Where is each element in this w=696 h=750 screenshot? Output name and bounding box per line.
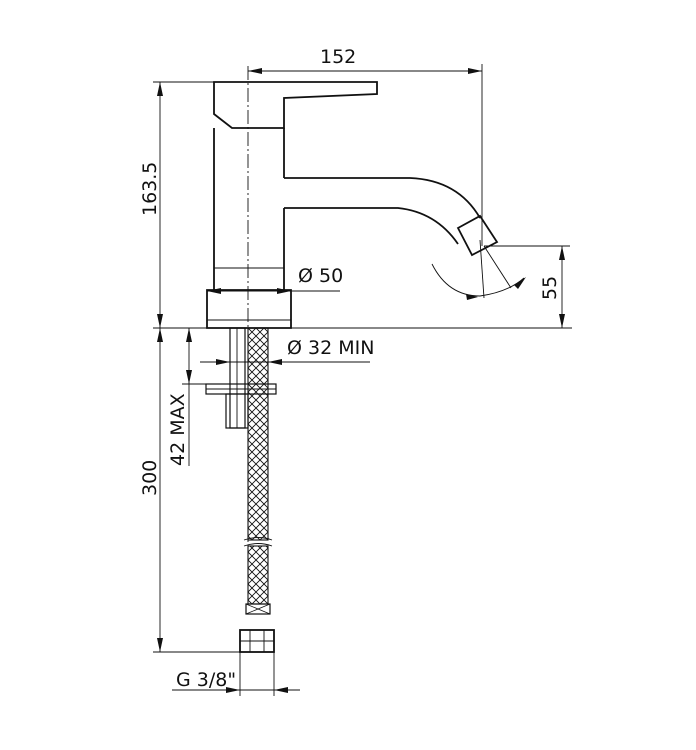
- base-flange: [206, 289, 292, 329]
- dimension-label-spout-reach: 152: [320, 46, 356, 68]
- dimension-label-outlet-height: 55: [539, 276, 561, 300]
- dimension-outlet-height: 55: [484, 245, 570, 328]
- dimension-total-height: 163.5: [139, 81, 222, 328]
- dimension-label-hole-diameter: Ø 32 MIN: [287, 337, 374, 359]
- dimension-connection-thread: G 3/8": [172, 652, 300, 696]
- dimension-spout-reach: 152: [248, 46, 483, 246]
- dimension-label-connection-thread: G 3/8": [176, 669, 236, 691]
- spout: [284, 177, 526, 300]
- lever-handle: [213, 81, 378, 129]
- dimension-hose-length: 300: [139, 328, 240, 653]
- flexible-hose: [239, 327, 275, 653]
- aerator-outlet: [456, 214, 499, 257]
- dimension-label-total-height: 163.5: [139, 162, 161, 216]
- dimension-body-diameter: Ø 50: [207, 265, 343, 294]
- dimension-label-deck-thickness: 42 MAX: [167, 393, 189, 466]
- dimension-label-hose-length: 300: [139, 460, 161, 496]
- dimension-hole-diameter: Ø 32 MIN: [200, 337, 374, 365]
- dimension-label-body-diameter: Ø 50: [298, 265, 343, 287]
- dimension-deck-thickness: 42 MAX: [167, 328, 206, 466]
